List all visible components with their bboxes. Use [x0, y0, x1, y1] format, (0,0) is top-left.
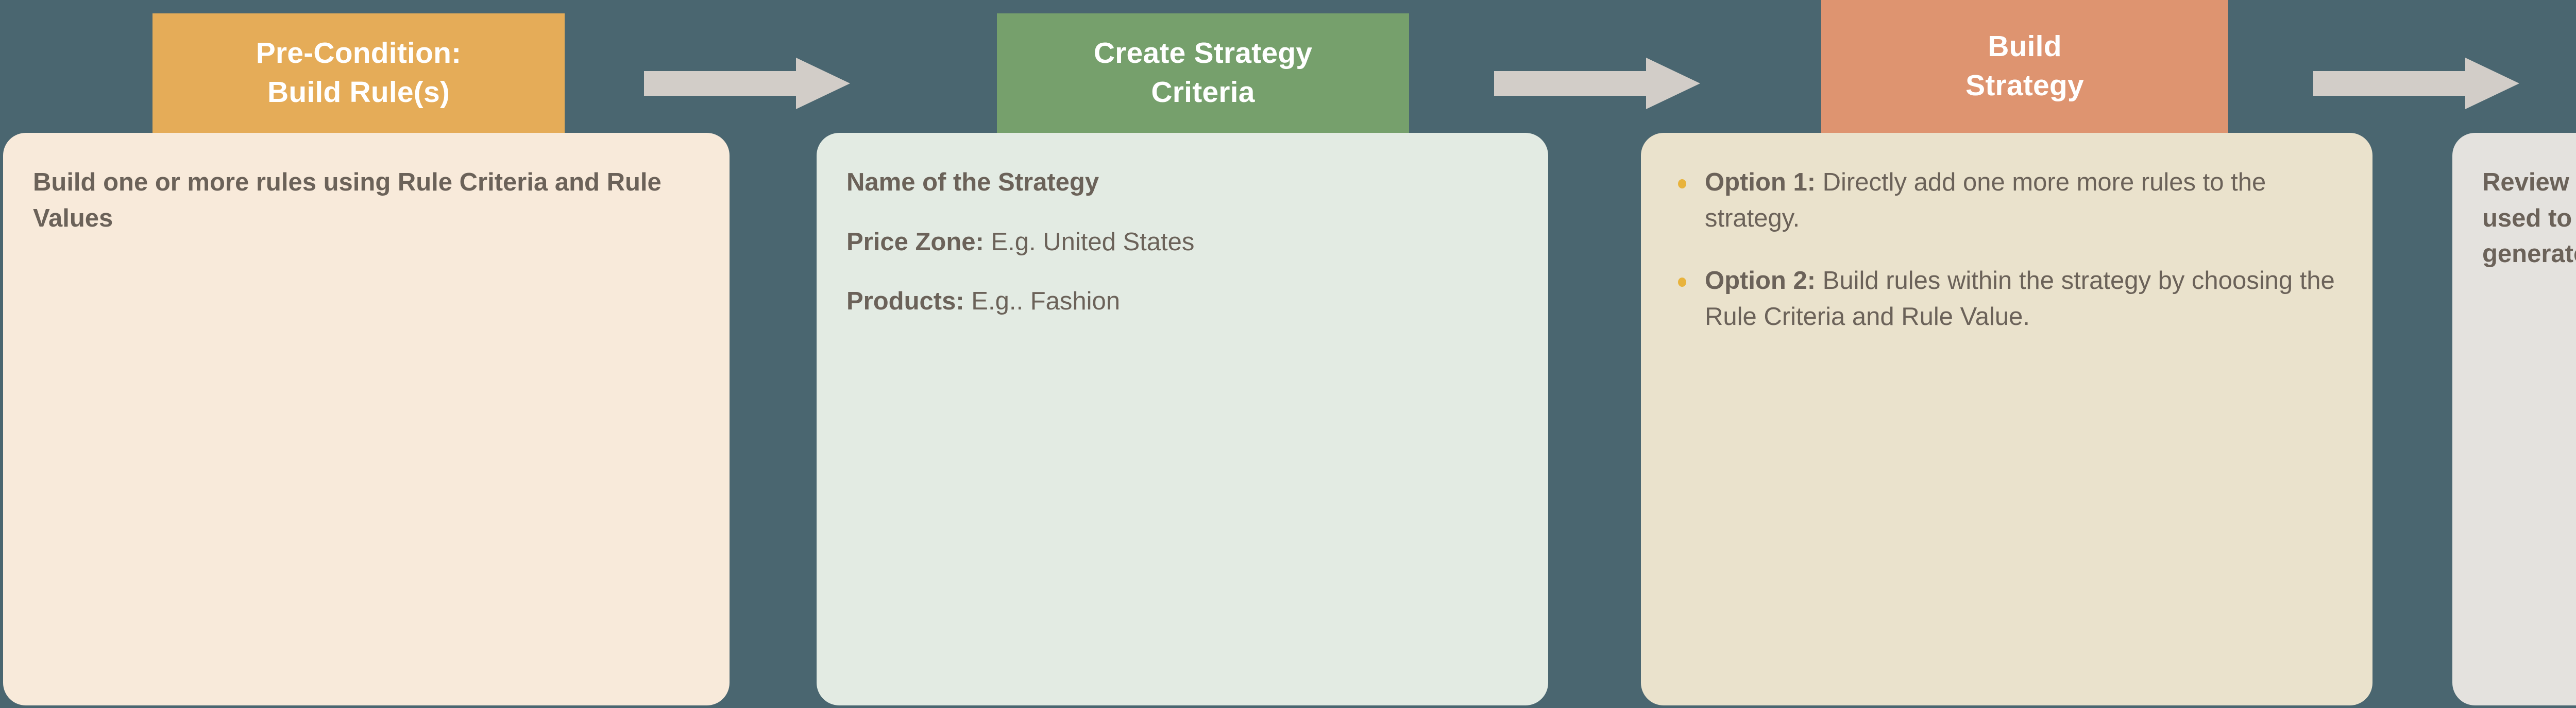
- step-card-pre-condition: Build one or more rules using Rule Crite…: [3, 133, 730, 705]
- criteria-row-products: Products: E.g.. Fashion: [846, 284, 1518, 320]
- bullet-value: Build rules within the strategy by choos…: [1705, 267, 2335, 331]
- arrow-right-icon: [1494, 58, 1700, 109]
- bullet-content: Option 1: Directly add one more more rul…: [1705, 168, 2266, 232]
- bullet-content: Option 2: Build rules within the strateg…: [1705, 267, 2335, 331]
- step-body-pre-condition: Build one or more rules using Rule Crite…: [33, 165, 700, 236]
- step-card-build-strategy: Option 1: Directly add one more more rul…: [1641, 133, 2372, 705]
- step-body-review-submit-strategy: Review and submit the strategy, which wi…: [2482, 165, 2576, 272]
- step-body-build-strategy: Option 1: Directly add one more more rul…: [1671, 165, 2343, 335]
- list-item: Option 1: Directly add one more more rul…: [1671, 165, 2343, 236]
- step-header-line-1: Pre-Condition:: [256, 37, 462, 70]
- step-body-text: Build one or more rules using Rule Crite…: [33, 168, 662, 232]
- bullet-value: Directly add one more more rules to the …: [1705, 168, 2266, 232]
- criteria-row-name: Name of the Strategy: [846, 165, 1518, 201]
- step-body-text: Review and submit the strategy, which wi…: [2482, 168, 2576, 268]
- step-column-pre-condition: Build one or more rules using Rule Crite…: [0, 0, 732, 708]
- flow-arrow-1: [644, 58, 850, 109]
- criteria-value: E.g.. Fashion: [964, 287, 1121, 316]
- bullet-label: Option 1:: [1705, 168, 1816, 196]
- list-item: Option 2: Build rules within the strateg…: [1671, 263, 2343, 335]
- step-body-create-strategy-criteria: Name of the Strategy Price Zone: E.g. Un…: [846, 165, 1518, 320]
- step-column-build-strategy: Option 1: Directly add one more more rul…: [1641, 0, 2372, 708]
- step-header-line-2: Criteria: [1151, 76, 1255, 109]
- step-header-line-1: Create Strategy: [1093, 37, 1313, 70]
- criteria-label: Name of the Strategy: [846, 168, 1099, 196]
- step-card-create-strategy-criteria: Name of the Strategy Price Zone: E.g. Un…: [817, 133, 1548, 705]
- step-header-build-strategy: Build Strategy: [1821, 0, 2228, 133]
- bullet-label: Option 2:: [1705, 267, 1816, 295]
- step-header-create-strategy-criteria: Create Strategy Criteria: [997, 13, 1409, 133]
- criteria-label: Products:: [846, 287, 964, 316]
- flow-arrow-2: [1494, 58, 1700, 109]
- step-column-review-submit-strategy: Review and submit the strategy, which wi…: [2452, 0, 2576, 708]
- step-header-line-2: Build Rule(s): [267, 76, 450, 109]
- bullet-dot-icon: [1678, 278, 1686, 287]
- arrow-right-icon: [2313, 58, 2519, 109]
- step-card-review-submit-strategy: Review and submit the strategy, which wi…: [2452, 133, 2576, 705]
- criteria-label: Price Zone:: [846, 228, 984, 256]
- step-header-line-1: Build: [1988, 30, 2062, 63]
- arrow-right-icon: [644, 58, 850, 109]
- criteria-row-price-zone: Price Zone: E.g. United States: [846, 225, 1518, 261]
- bullet-dot-icon: [1678, 179, 1686, 188]
- step-header-line-2: Strategy: [1965, 69, 2084, 102]
- criteria-value: E.g. United States: [984, 228, 1195, 256]
- step-column-create-strategy-criteria: Name of the Strategy Price Zone: E.g. Un…: [817, 0, 1548, 708]
- step-header-pre-condition: Pre-Condition: Build Rule(s): [152, 13, 565, 133]
- flow-arrow-3: [2313, 58, 2519, 109]
